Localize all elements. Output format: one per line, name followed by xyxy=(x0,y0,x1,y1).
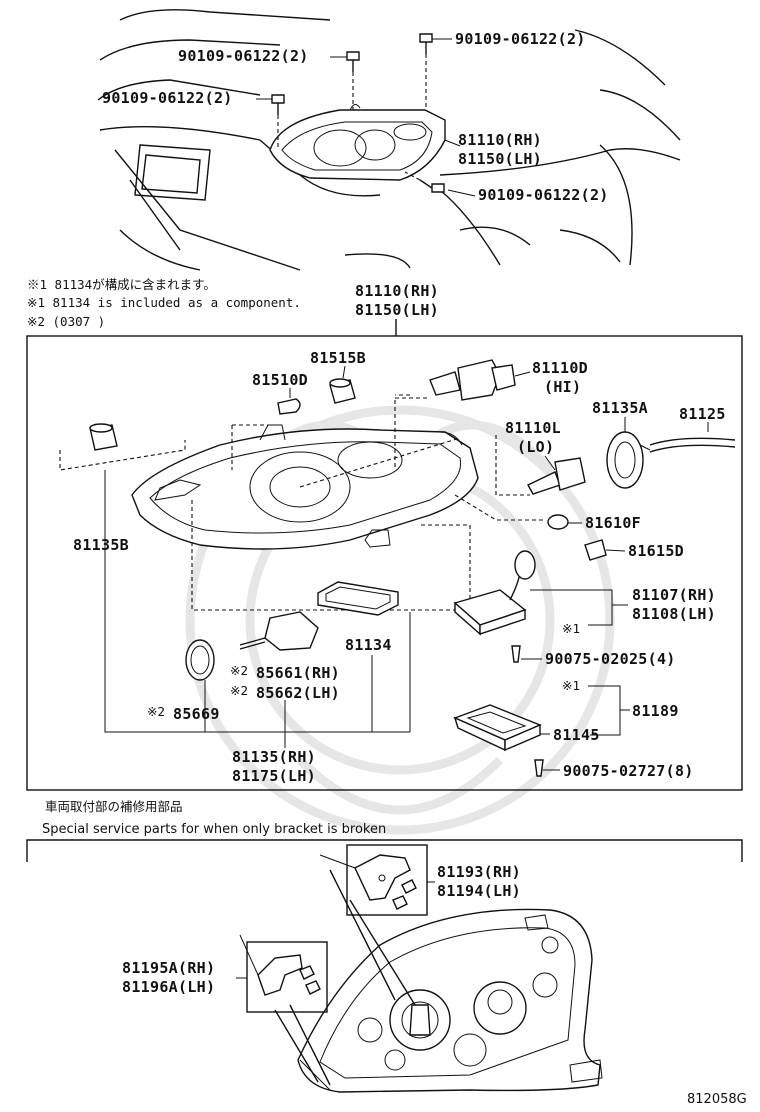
label-81175-lh: 81175(LH) xyxy=(232,767,316,785)
part-81110L-lo-bulb xyxy=(527,457,586,495)
label-81193-rh: 81193(RH) xyxy=(437,863,521,881)
bolt-label-mid-left: 90109-06122(2) xyxy=(102,89,233,107)
label-81135B: 81135B xyxy=(73,536,129,554)
label-81145: 81145 xyxy=(553,726,600,744)
label-90075-02727: 90075-02727(8) xyxy=(563,762,694,780)
label-81110D-hi: (HI) xyxy=(544,378,581,396)
service-parts-title-en: Special service parts for when only brac… xyxy=(42,822,386,837)
part-81135B-cap xyxy=(89,423,118,451)
note1-mark-b: ※1 xyxy=(562,678,580,693)
label-81110D: 81110D xyxy=(532,359,588,377)
note1-mark-a: ※1 xyxy=(562,621,580,636)
note2-mark-c: ※2 xyxy=(147,704,165,719)
part-81193-bracket xyxy=(354,854,417,910)
bolt-label-top-right: 90109-06122(2) xyxy=(455,30,586,48)
label-81610F: 81610F xyxy=(585,514,641,532)
label-81510D: 81510D xyxy=(252,371,308,389)
bolts-top xyxy=(271,33,476,197)
label-81515B: 81515B xyxy=(310,349,366,367)
part-81195A-bracket xyxy=(257,954,321,996)
label-81195A-rh: 81195A(RH) xyxy=(122,959,215,977)
label-85662-lh: 85662(LH) xyxy=(256,684,340,702)
lamp-label-rh-top: 81110(RH) xyxy=(458,131,542,149)
part-81110D-hi-bulb xyxy=(429,359,516,401)
bracket-81195A-frame xyxy=(246,941,328,1013)
part-85669-ring xyxy=(185,639,215,681)
label-81110L: 81110L xyxy=(505,419,561,437)
part-81510D-bulb xyxy=(277,398,301,415)
headlamp-rear-view xyxy=(297,908,603,1093)
diagram-id: 812058G xyxy=(687,1092,747,1107)
label-81108-lh: 81108(LH) xyxy=(632,605,716,623)
label-81615D: 81615D xyxy=(628,542,684,560)
part-81134-gasket xyxy=(317,581,399,616)
note2-mark-b: ※2 xyxy=(230,683,248,698)
label-90075-02025: 90075-02025(4) xyxy=(545,650,676,668)
part-81145-cover xyxy=(453,704,542,752)
label-85669: 85669 xyxy=(173,705,220,723)
note2-mark-a: ※2 xyxy=(230,663,248,678)
note1-en: ※1 81134 is included as a component. xyxy=(27,295,301,310)
bracket-81193-frame xyxy=(346,844,428,916)
label-81125: 81125 xyxy=(679,405,726,423)
screws-main xyxy=(511,645,544,777)
label-81110L-lo: (LO) xyxy=(517,438,554,456)
bolt-label-lower-right: 90109-06122(2) xyxy=(478,186,609,204)
label-81194-lh: 81194(LH) xyxy=(437,882,521,900)
headlamp-assembly-top xyxy=(269,104,446,181)
service-parts-frame xyxy=(26,839,743,862)
car-front-illustration xyxy=(97,9,681,271)
part-81610F-bulb xyxy=(547,514,569,530)
bolt-label-top-center: 90109-06122(2) xyxy=(178,47,309,65)
label-81135A: 81135A xyxy=(592,399,648,417)
lamp-label-lh-main: 81150(LH) xyxy=(355,301,439,319)
label-81135-rh: 81135(RH) xyxy=(232,748,316,766)
part-81515B-socket xyxy=(329,378,356,404)
part-81125-wire xyxy=(649,422,736,453)
label-81134: 81134 xyxy=(345,636,392,654)
part-85661-hid-bulb xyxy=(239,611,319,651)
service-parts-title-jp: 車両取付部の補修用部品 xyxy=(45,799,183,814)
label-81189: 81189 xyxy=(632,702,679,720)
headlamp-housing xyxy=(131,424,479,550)
note1-jp: ※1 81134が構成に含まれます。 xyxy=(27,277,216,292)
part-81135A-cap xyxy=(606,431,651,489)
lamp-label-rh-main: 81110(RH) xyxy=(355,282,439,300)
part-81615D-socket xyxy=(584,539,607,561)
note2: ※2 (0307 ) xyxy=(27,314,105,329)
label-81107-rh: 81107(RH) xyxy=(632,586,716,604)
label-81196A-lh: 81196A(LH) xyxy=(122,978,215,996)
lamp-label-lh-top: 81150(LH) xyxy=(458,150,542,168)
main-exploded-view-frame xyxy=(26,335,743,791)
part-81107-ballast xyxy=(453,550,536,636)
label-85661-rh: 85661(RH) xyxy=(256,664,340,682)
